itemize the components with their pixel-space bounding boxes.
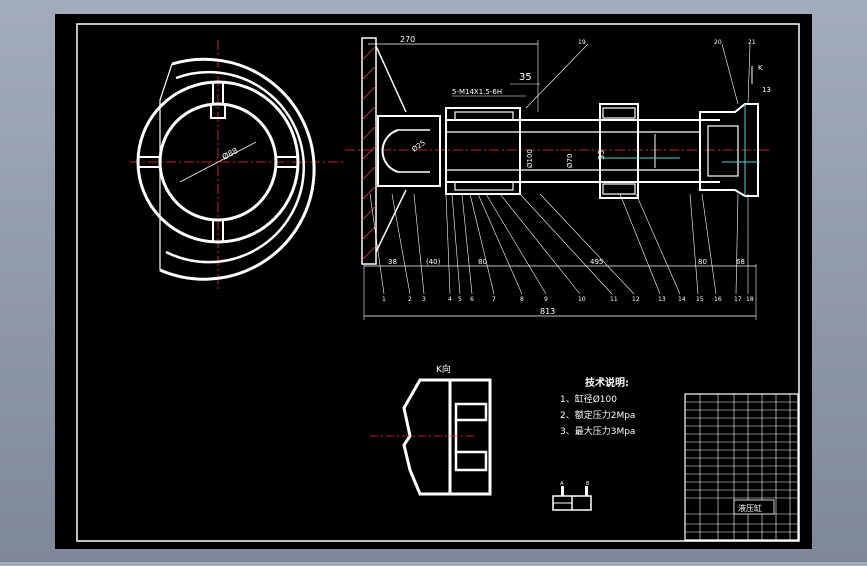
tech-note-1: 1、缸径Ø100 xyxy=(560,393,617,405)
balloon-leader xyxy=(391,193,411,295)
balloon-leader xyxy=(461,193,473,295)
part-balloon: 5 xyxy=(458,296,462,303)
part-balloon: 15 xyxy=(696,296,704,303)
part-balloon: 13 xyxy=(658,296,666,303)
cross-section-view: Ø88 xyxy=(130,40,345,290)
dim-bottom-f: 68 xyxy=(736,258,745,266)
balloon-leader xyxy=(445,193,451,295)
part-balloon: 9 xyxy=(544,296,548,303)
part-balloon: 3 xyxy=(422,296,426,303)
balloon-leader xyxy=(451,193,461,295)
thread-spec-label: 5-M14X1.5-6H xyxy=(452,88,502,96)
part-balloon: 12 xyxy=(632,296,640,303)
port-a-label: A xyxy=(560,481,564,487)
balloon-leader xyxy=(469,193,495,295)
dim-bottom-c: 80 xyxy=(478,258,487,266)
part-balloon: 6 xyxy=(470,296,474,303)
technical-notes: 技术说明: 1、缸径Ø100 2、额定压力2Mpa 3、最大压力3Mpa xyxy=(560,376,635,437)
balloon-leader xyxy=(539,193,635,295)
part-balloon: 10 xyxy=(578,296,586,303)
balloon-leader xyxy=(701,193,717,295)
drawing-frame xyxy=(76,23,800,542)
view-k: K向 xyxy=(370,363,492,496)
part-balloon: 4 xyxy=(448,296,452,303)
drawing-sheet xyxy=(55,14,812,549)
top-balloon-1: 19 xyxy=(578,39,586,46)
tech-note-2: 2、额定压力2Mpa xyxy=(560,409,635,421)
balloon-leader xyxy=(689,193,699,295)
piston-dia-label: Ø100 xyxy=(526,149,534,168)
part-balloon: 11 xyxy=(610,296,618,303)
dim-bottom-e: 80 xyxy=(698,258,707,266)
tech-notes-title: 技术说明: xyxy=(585,376,629,389)
port-b-label: B xyxy=(586,481,590,487)
flange-thk-dim: 35 xyxy=(519,72,532,83)
part-balloon: 18 xyxy=(746,296,754,303)
drawing-name: 液压缸 xyxy=(738,503,762,513)
end-13-dim: 13 xyxy=(762,86,771,94)
balloon-leader xyxy=(477,193,523,295)
cylinder-assembly-view: Ø100 Ø70 35 Ø25 270 5-M14X1.5-6H 35 19 2… xyxy=(345,35,771,320)
top-balloon-3: 21 xyxy=(748,39,756,46)
part-balloon: 16 xyxy=(714,296,722,303)
rod-dia-label: Ø70 xyxy=(566,154,574,168)
total-length-dim: 813 xyxy=(540,307,555,316)
part-balloon: 1 xyxy=(382,296,386,303)
dim-bottom-b: (40) xyxy=(426,258,441,266)
part-balloon: 2 xyxy=(408,296,412,303)
balloon-leader xyxy=(735,193,739,295)
balloon-leader xyxy=(413,193,425,295)
top-balloon-2: 20 xyxy=(714,39,722,46)
top-length-dim: 270 xyxy=(400,35,415,44)
tech-note-3: 3、最大压力3Mpa xyxy=(560,425,635,437)
hydraulic-symbol: A B xyxy=(552,481,592,511)
balloon-leader xyxy=(619,193,661,295)
k-arrow-label: K xyxy=(758,64,763,72)
balloon-leader xyxy=(485,193,547,295)
title-block: 液压缸 xyxy=(684,393,799,541)
balloon-leader xyxy=(519,193,613,295)
balloon-leader xyxy=(499,193,581,295)
part-balloon: 14 xyxy=(678,296,686,303)
dim-bottom-a: 38 xyxy=(388,258,397,266)
part-balloon: 17 xyxy=(734,296,742,303)
dim-bottom-d: 495 xyxy=(590,258,603,266)
balloon-leader xyxy=(369,193,385,295)
inner-35-label: 35 xyxy=(597,150,606,160)
part-balloon: 7 xyxy=(492,296,496,303)
balloon-leader xyxy=(635,193,681,295)
part-balloon: 8 xyxy=(520,296,524,303)
view-k-label: K向 xyxy=(436,363,451,375)
